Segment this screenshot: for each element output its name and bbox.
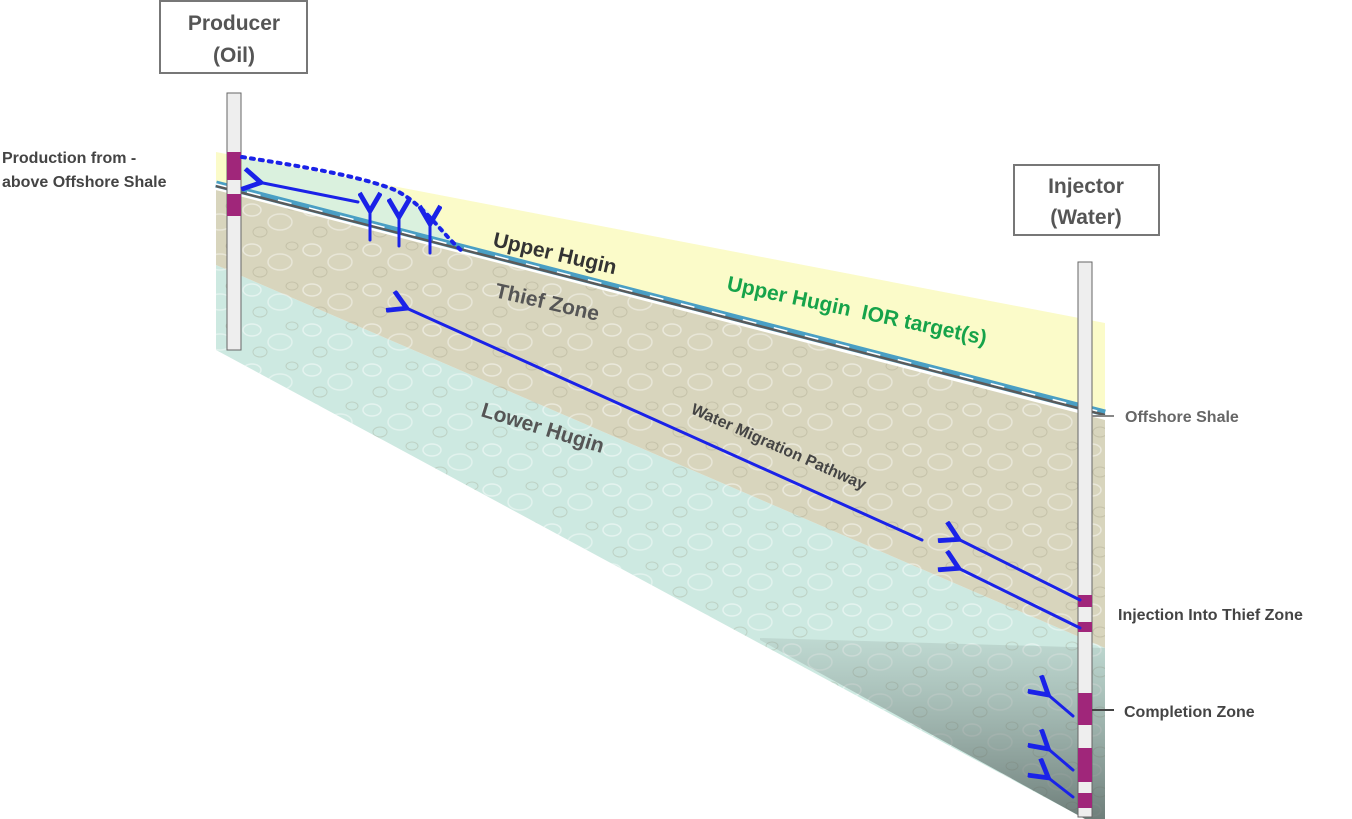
injector-title: Injector xyxy=(1048,175,1124,198)
injection-arrow xyxy=(956,567,1082,630)
production-label-line2: above Offshore Shale xyxy=(2,174,167,191)
producer-perforation xyxy=(227,152,241,180)
production-label-line1: Production from - xyxy=(2,150,136,167)
thief-zone-texture xyxy=(216,190,1105,648)
flow-arrows xyxy=(258,182,1082,799)
oil-bank-area xyxy=(242,158,463,252)
injector-perforation xyxy=(1078,622,1092,632)
producer-subtitle: (Oil) xyxy=(213,44,255,67)
producer-perforation xyxy=(227,194,241,216)
completion-arrow xyxy=(1046,747,1075,772)
injector-subtitle: (Water) xyxy=(1050,206,1122,229)
production-arrow xyxy=(258,182,360,204)
injector-label-box xyxy=(1013,164,1160,236)
completion-arrow xyxy=(1046,693,1075,718)
migration-arrow xyxy=(404,307,924,542)
injector-perforation xyxy=(1078,595,1092,607)
injector-perforation xyxy=(1078,748,1092,782)
producer-label-box xyxy=(159,0,308,74)
completion-zone-label: Completion Zone xyxy=(1124,704,1255,721)
injection-thief-label: Injection Into Thief Zone xyxy=(1118,607,1303,624)
injection-arrow xyxy=(956,538,1082,602)
completion-arrow xyxy=(1046,776,1075,799)
injector-perforation xyxy=(1078,793,1092,808)
injector-well xyxy=(1077,261,1093,818)
offshore-shale-dash xyxy=(215,183,1106,414)
oil-bank-outline xyxy=(240,155,465,254)
producer-well xyxy=(226,92,242,351)
injector-perforation xyxy=(1078,693,1092,725)
offshore-shale-dark xyxy=(215,184,1106,417)
producer-title: Producer xyxy=(188,12,280,35)
offshore-shale-label: Offshore Shale xyxy=(1125,409,1239,426)
deep-shading xyxy=(760,638,1105,819)
